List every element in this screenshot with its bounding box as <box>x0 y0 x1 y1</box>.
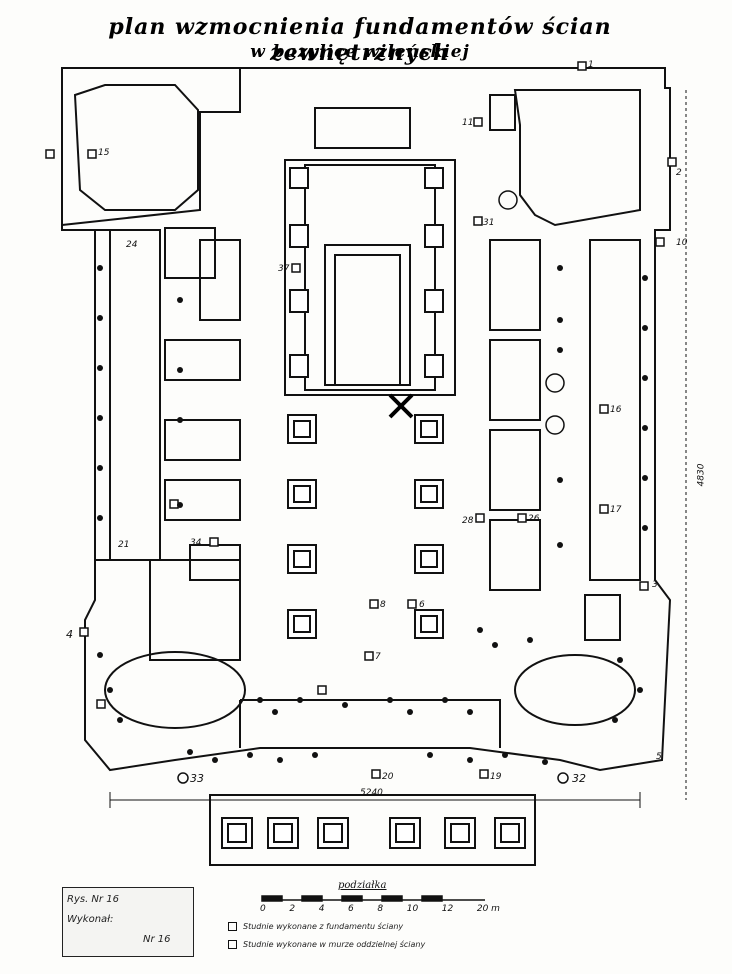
label-21: 21 <box>118 540 130 550</box>
nave <box>284 159 456 396</box>
left-oval <box>104 651 246 729</box>
label-11: 11 <box>462 118 474 128</box>
scale-tick: 2 <box>289 904 296 914</box>
altar-inner <box>334 254 401 386</box>
scale-ticks: 0 2 4 6 8 10 12 20 m <box>260 904 500 914</box>
label-31: 31 <box>483 218 495 228</box>
legend-item: Studnie wykonane w murze oddzielnej ścia… <box>228 940 425 949</box>
dimension-width: 5240 <box>360 788 383 798</box>
staircase-left <box>164 227 216 279</box>
left-aisle <box>109 229 161 561</box>
right-oval <box>514 654 636 726</box>
legend-square-icon <box>228 940 237 949</box>
label-32: 32 <box>572 772 586 785</box>
scale-tick: 12 <box>441 904 454 914</box>
label-33: 33 <box>190 772 204 785</box>
label-17: 17 <box>610 505 622 515</box>
lower-left-chapel <box>149 559 241 661</box>
label-1: 1 <box>588 60 594 70</box>
label-24: 24 <box>126 240 138 250</box>
dimension-height: 4830 <box>696 463 707 487</box>
label-37: 37 <box>278 264 290 274</box>
label-15: 15 <box>98 148 110 158</box>
label-10: 10 <box>676 238 688 248</box>
scale-bar <box>261 895 485 902</box>
title-stamp: Rys. Nr 16 Wykonał: Nr 16 <box>62 887 194 957</box>
label-6: 6 <box>419 600 425 610</box>
right-chapel <box>513 89 641 227</box>
label-26: 26 <box>528 514 540 524</box>
label-16: 16 <box>610 405 622 415</box>
drawing-title: plan wzmocnienia fundamentów ścian zewnę… <box>108 14 612 66</box>
scale-tick: 8 <box>377 904 384 914</box>
scale-tick: 4 <box>318 904 325 914</box>
left-tower <box>61 67 241 227</box>
scale-title: podziałka <box>338 880 387 891</box>
legend-square-icon <box>228 922 237 931</box>
front-porch <box>209 794 536 866</box>
drawing-subtitle: w bazylice wileńskiej <box>250 42 470 62</box>
center-mark <box>388 393 414 419</box>
presbytery <box>304 164 436 391</box>
stamp-row: Nr 16 <box>143 934 171 945</box>
reinforcement-points <box>97 265 648 765</box>
legend-item: Studnie wykonane z fundamentu ściany <box>228 922 403 931</box>
label-20: 20 <box>382 772 394 782</box>
porch-columns <box>221 817 526 849</box>
staircase-right <box>584 594 621 641</box>
scale-tick: 0 <box>260 904 266 914</box>
label-8: 8 <box>380 600 386 610</box>
label-19: 19 <box>490 772 502 782</box>
dimension-lines <box>109 90 687 808</box>
stamp-row: Rys. Nr 16 <box>67 894 119 905</box>
scale-tick: 10 <box>406 904 419 914</box>
scale-tick: 6 <box>348 904 354 914</box>
nave-pillars <box>287 167 444 639</box>
right-wing <box>489 94 516 131</box>
pillar <box>414 609 444 639</box>
stamp-row: Wykonał: <box>67 914 114 925</box>
label-28: 28 <box>462 516 474 526</box>
label-7: 7 <box>375 652 381 662</box>
right-aisle <box>589 239 641 581</box>
label-34: 34 <box>190 538 202 548</box>
left-outer-aisle <box>94 229 111 561</box>
scale-tick: 20 m <box>476 904 500 914</box>
outer-wall <box>61 67 672 772</box>
label-3: 3 <box>652 580 658 590</box>
label-4: 4 <box>66 628 73 641</box>
label-2: 2 <box>676 168 682 178</box>
label-5: 5 <box>656 752 662 762</box>
round-wells <box>177 190 569 784</box>
altar <box>324 244 411 386</box>
wells <box>45 61 677 779</box>
left-tower-chapel <box>73 84 199 211</box>
portico-top <box>314 107 411 149</box>
